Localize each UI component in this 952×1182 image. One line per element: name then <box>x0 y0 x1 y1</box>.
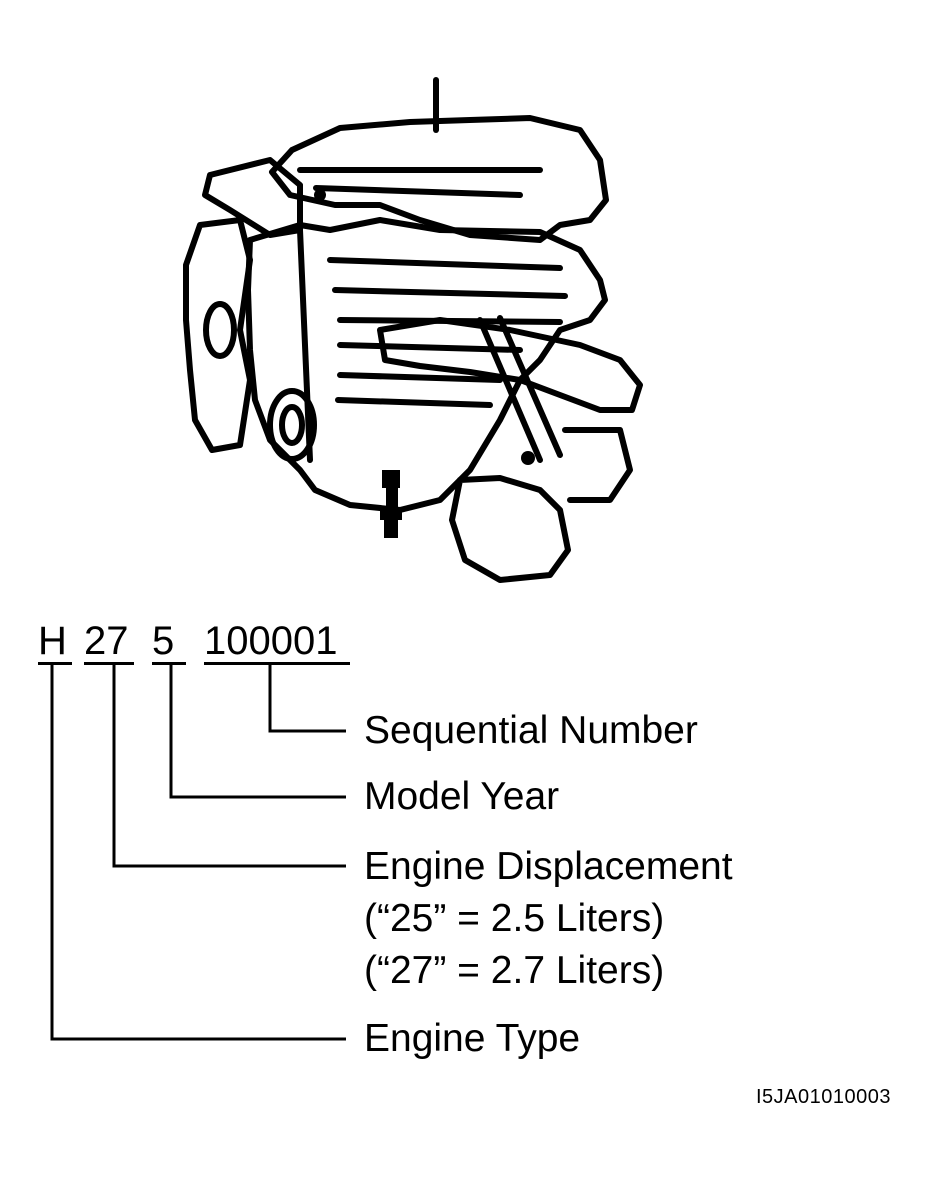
label-engine-displacement: Engine Displacement <box>364 845 733 888</box>
engine-illustration <box>183 77 643 583</box>
figure-id: I5JA01010003 <box>756 1086 892 1108</box>
label-sequential-number: Sequential Number <box>364 709 698 752</box>
engine-code-type-letter: H <box>38 618 72 665</box>
label-engine-type: Engine Type <box>364 1017 581 1060</box>
leader-year <box>169 664 346 799</box>
engine-code-displacement: 27 <box>84 618 134 665</box>
engine-code-sequence: 100001 <box>204 618 350 665</box>
leader-displacement <box>112 664 346 868</box>
leader-sequence <box>268 664 346 733</box>
note-displacement-25: (“25” = 2.5 Liters) <box>364 897 665 940</box>
label-model-year: Model Year <box>364 775 560 818</box>
note-displacement-27: (“27” = 2.7 Liters) <box>364 949 665 992</box>
engine-code-year: 5 <box>152 618 186 665</box>
leader-type <box>50 664 346 1041</box>
